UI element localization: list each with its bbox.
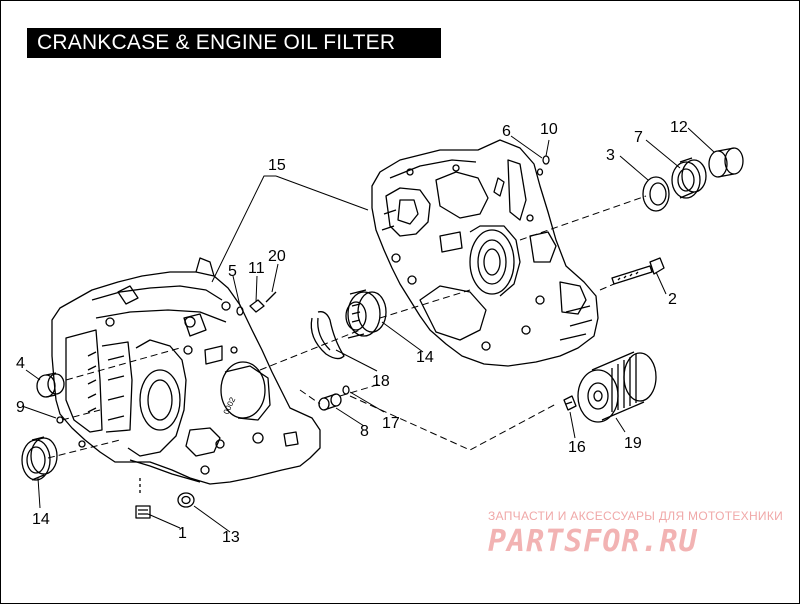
callout-2: 2	[668, 291, 677, 308]
seal-3	[642, 176, 670, 212]
callout-9: 9	[16, 399, 25, 416]
nipple-16	[563, 395, 577, 411]
leader-lines	[21, 127, 715, 533]
callout-1: 1	[178, 525, 187, 542]
bearing-4	[36, 372, 65, 398]
callout-12: 12	[670, 119, 688, 136]
callout-11: 11	[248, 260, 265, 277]
left-crankcase-half	[51, 257, 321, 496]
callout-18: 18	[372, 373, 390, 390]
callout-13: 13	[222, 529, 240, 546]
watermark-logo: PARTSFOR.RU	[488, 524, 698, 559]
callout-14-center: 14	[416, 349, 434, 366]
plug-1	[135, 505, 151, 519]
dowel-6-10	[536, 155, 550, 176]
callout-labels: 1 2 3 4 5 6 7 8 9 10 11 12 13 14 14 15 1…	[16, 119, 688, 546]
callout-14-left: 14	[32, 511, 50, 528]
dowel-8	[318, 393, 342, 411]
right-crankcase-half	[371, 139, 599, 367]
diagram-title: CRANKCASE & ENGINE OIL FILTER	[27, 28, 441, 58]
case-marking-text: 0002	[222, 395, 238, 415]
sleeve-12	[708, 147, 744, 178]
watermark-tagline: ЗАПЧАСТИ И АКСЕССУАРЫ ДЛЯ МОТОТЕХНИКИ	[488, 509, 784, 523]
oil-filter-19	[577, 351, 657, 423]
retaining-ring-18	[310, 311, 345, 360]
callout-7: 7	[634, 129, 643, 146]
callout-3: 3	[606, 147, 615, 164]
callout-4: 4	[16, 355, 25, 372]
callout-8: 8	[360, 423, 369, 440]
assembly-lines	[47, 195, 647, 459]
callout-6: 6	[502, 123, 511, 140]
plug-13	[177, 492, 195, 508]
callout-15: 15	[268, 157, 286, 174]
callout-20: 20	[268, 248, 286, 265]
small-parts-5-11-20	[236, 291, 277, 316]
oring-17	[342, 385, 350, 395]
bolt-2	[611, 257, 665, 285]
bearing-14-center	[345, 289, 387, 339]
bearing-7	[671, 157, 707, 199]
callout-5: 5	[228, 263, 237, 280]
callout-19: 19	[624, 435, 642, 452]
callout-16: 16	[568, 439, 586, 456]
callout-10: 10	[540, 121, 558, 138]
callout-17: 17	[382, 415, 400, 432]
bearing-14-left	[21, 436, 58, 481]
